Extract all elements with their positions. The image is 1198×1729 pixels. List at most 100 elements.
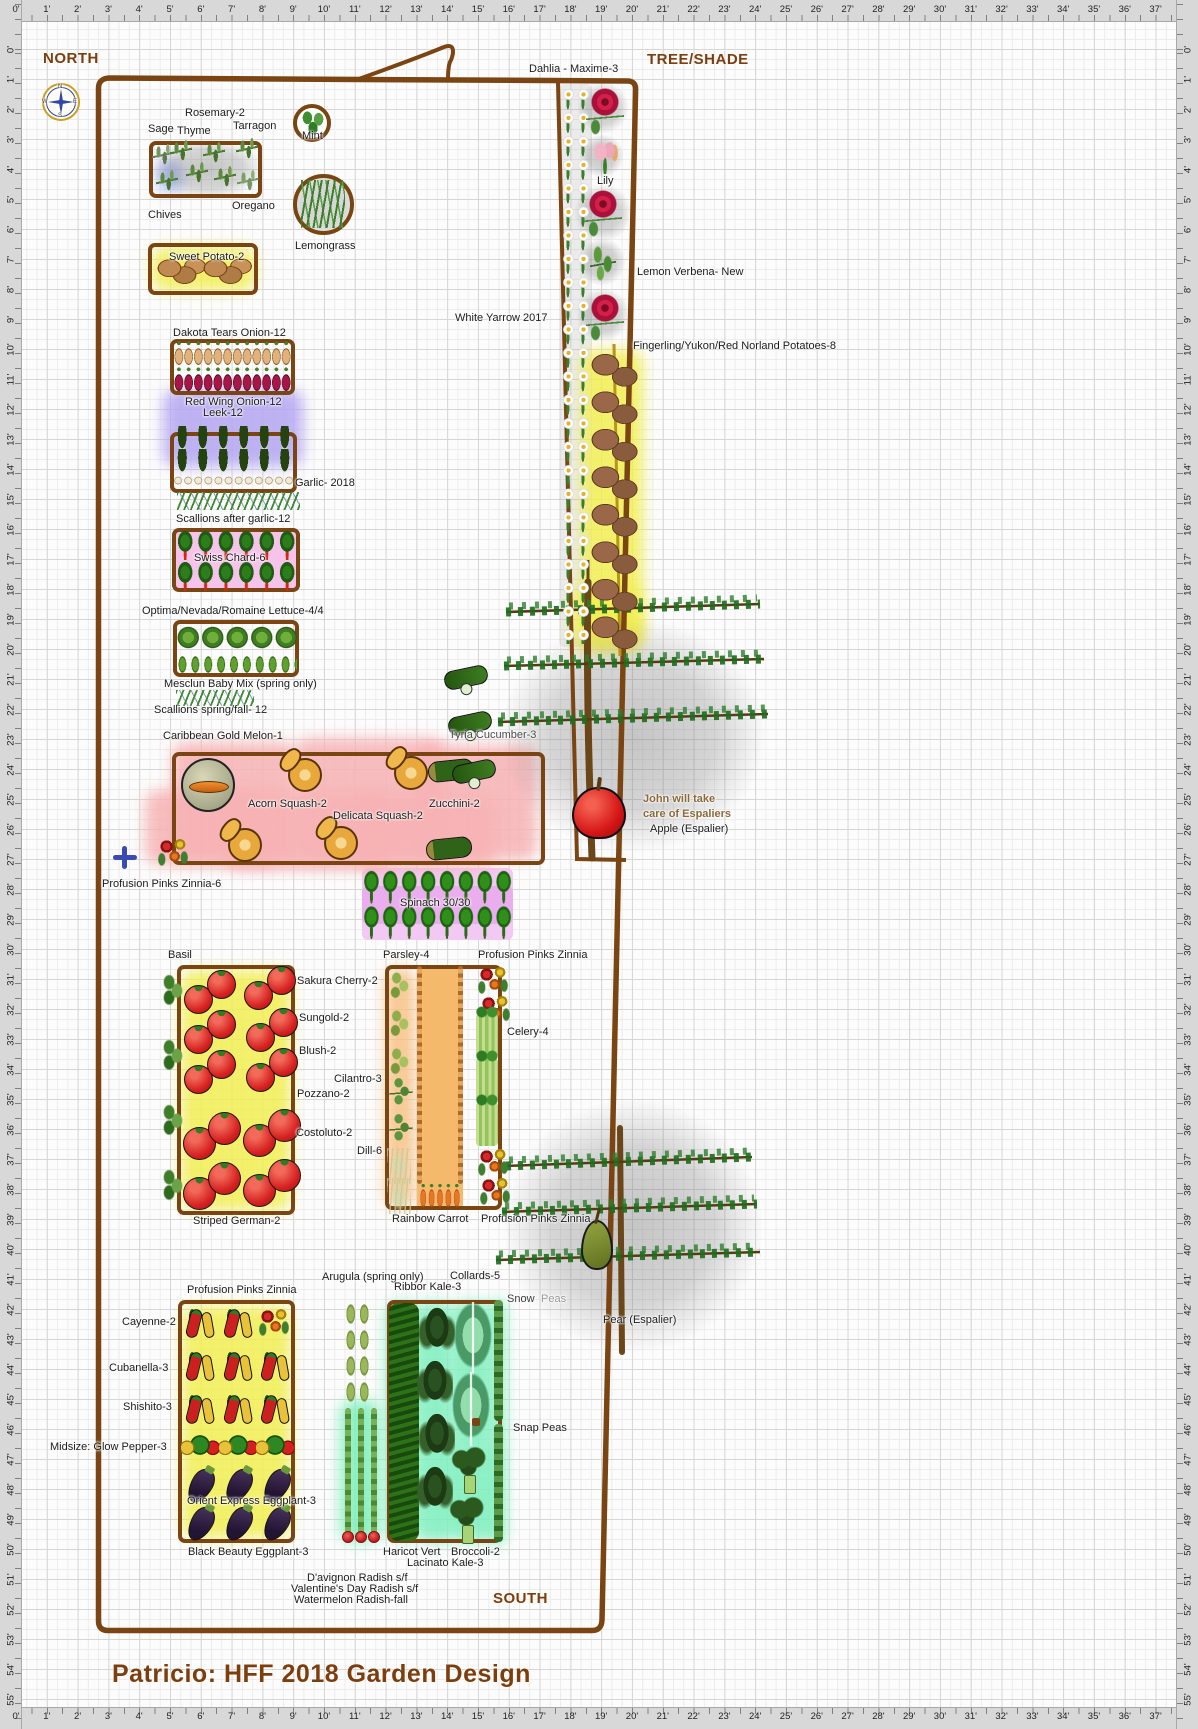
broccoli-icon[interactable] xyxy=(448,1496,486,1544)
zinnia-icon[interactable] xyxy=(477,1146,509,1176)
squash-icon[interactable] xyxy=(386,748,434,790)
broccoli-icon[interactable] xyxy=(450,1446,488,1494)
verbena-icon[interactable] xyxy=(590,243,616,285)
radish-string[interactable] xyxy=(342,1408,354,1543)
tomato2-icon[interactable] xyxy=(243,1159,301,1207)
ruler-tick-label: 34' xyxy=(1056,4,1070,15)
grass-icon[interactable] xyxy=(301,180,345,228)
ruler-tick-label: 28' xyxy=(5,883,17,896)
sprig-icon[interactable] xyxy=(237,166,259,196)
tomato2-icon[interactable] xyxy=(243,1109,301,1157)
celery-icon[interactable] xyxy=(474,1093,500,1146)
zinnia-icon[interactable] xyxy=(479,1175,511,1205)
basil-icon[interactable] xyxy=(160,1037,186,1071)
dahlia-icon[interactable] xyxy=(586,294,624,346)
melon-icon[interactable] xyxy=(181,758,235,812)
ruler-tick-label: 50' xyxy=(5,1543,17,1556)
collard-icon[interactable] xyxy=(450,1302,496,1376)
ruler-tick-label: 20' xyxy=(625,1711,639,1722)
ruler-tick-label: 51' xyxy=(5,1573,17,1586)
sprig-icon[interactable] xyxy=(156,166,178,196)
radish-string[interactable] xyxy=(368,1408,380,1543)
squash-icon[interactable] xyxy=(220,820,268,862)
plant-label: Acorn Squash-2 xyxy=(248,798,327,810)
tomato2-icon[interactable] xyxy=(184,1050,236,1094)
lettuce-row[interactable] xyxy=(176,622,297,653)
red-wing-onion-row[interactable] xyxy=(174,367,291,393)
zinnia-icon[interactable] xyxy=(157,836,189,866)
tomato2-icon[interactable] xyxy=(183,1112,241,1160)
squash-icon[interactable] xyxy=(280,750,328,792)
radish-string[interactable] xyxy=(355,1408,367,1543)
dakota-tears-onion-row[interactable] xyxy=(174,341,291,367)
sprig-icon[interactable] xyxy=(236,134,258,164)
chili-icon[interactable] xyxy=(182,1389,218,1431)
dahlia-icon[interactable] xyxy=(586,88,624,140)
basil-icon[interactable] xyxy=(160,1167,186,1201)
ruler-tick-label: 28' xyxy=(1182,883,1194,896)
tomato2-icon[interactable] xyxy=(246,1008,298,1052)
ruler-tick-label: 53' xyxy=(5,1633,17,1646)
plant-label: Blush-2 xyxy=(299,1045,337,1057)
chili-icon[interactable] xyxy=(182,1303,218,1345)
ruler-tick-label: 31' xyxy=(964,1711,977,1722)
bell-icon[interactable] xyxy=(219,1431,257,1459)
carrot-braid[interactable] xyxy=(458,966,463,1184)
cilantro-icon[interactable] xyxy=(389,1076,413,1110)
tomato2-icon[interactable] xyxy=(184,1010,236,1054)
collard-icon[interactable] xyxy=(448,1372,494,1446)
haricot-vert-column[interactable] xyxy=(389,1303,419,1541)
zinnia-icon[interactable] xyxy=(258,1306,290,1336)
plant-label: N xyxy=(58,84,63,90)
chili-icon[interactable] xyxy=(220,1303,256,1345)
bell-icon[interactable] xyxy=(256,1431,294,1459)
squash-icon[interactable] xyxy=(316,818,364,860)
leek-rows[interactable] xyxy=(172,426,295,472)
dill-icon[interactable] xyxy=(387,1178,411,1214)
apple-icon[interactable] xyxy=(572,787,626,839)
ruler-tick-label: 7' xyxy=(228,4,236,15)
plant-label: Ribbor Kale-3 xyxy=(394,1281,462,1293)
bell-icon[interactable] xyxy=(181,1431,219,1459)
carrot-braid[interactable] xyxy=(417,966,422,1184)
chili-icon[interactable] xyxy=(220,1389,256,1431)
chili-icon[interactable] xyxy=(257,1346,293,1388)
parsley-icon[interactable] xyxy=(387,1046,411,1078)
chili-icon[interactable] xyxy=(220,1346,256,1388)
cilantro-icon[interactable] xyxy=(389,1112,413,1146)
scallion-row[interactable] xyxy=(177,492,300,510)
snap-peas-column[interactable] xyxy=(494,1424,503,1542)
tomato2-icon[interactable] xyxy=(246,1048,298,1092)
kaleleaf-icon[interactable] xyxy=(417,1462,453,1516)
ruler-tick-label: 2' xyxy=(74,4,82,15)
chili-icon[interactable] xyxy=(182,1346,218,1388)
ruler-tick-label: 6' xyxy=(5,225,17,234)
ruler-tick-label: 18' xyxy=(564,4,577,15)
tomato2-icon[interactable] xyxy=(184,970,236,1014)
lilyflower-icon[interactable] xyxy=(590,140,620,174)
parsley-icon[interactable] xyxy=(387,1008,411,1040)
basil-icon[interactable] xyxy=(160,972,186,1006)
chili-icon[interactable] xyxy=(257,1389,293,1431)
potato-column[interactable] xyxy=(586,352,643,652)
tomato2-icon[interactable] xyxy=(244,966,296,1010)
ruler-tick-label: 8' xyxy=(258,4,266,15)
tomato2-icon[interactable] xyxy=(183,1162,241,1210)
basil-icon[interactable] xyxy=(160,1102,186,1136)
zinnia-icon[interactable] xyxy=(477,964,509,994)
marker-icon[interactable] xyxy=(472,1418,480,1426)
ruler-tick-label: 52' xyxy=(1182,1603,1194,1616)
plant-label: Tyria Cucumber-3 xyxy=(449,729,537,741)
parsley-icon[interactable] xyxy=(387,970,411,1002)
ruler-tick-label: 13' xyxy=(5,433,17,446)
carrot-row[interactable] xyxy=(419,1183,461,1209)
sprig-icon[interactable] xyxy=(214,162,236,192)
arugula-column[interactable] xyxy=(344,1301,371,1407)
ruler-tick-label: 3' xyxy=(1182,135,1194,144)
ruler-tick-label: 4' xyxy=(135,1711,143,1722)
watertap-icon[interactable] xyxy=(112,844,138,870)
ruler-tick-label: 43' xyxy=(5,1333,17,1346)
dahlia-icon[interactable] xyxy=(584,190,622,242)
mesclun-row[interactable] xyxy=(176,654,297,675)
garlic-row[interactable] xyxy=(173,469,294,490)
